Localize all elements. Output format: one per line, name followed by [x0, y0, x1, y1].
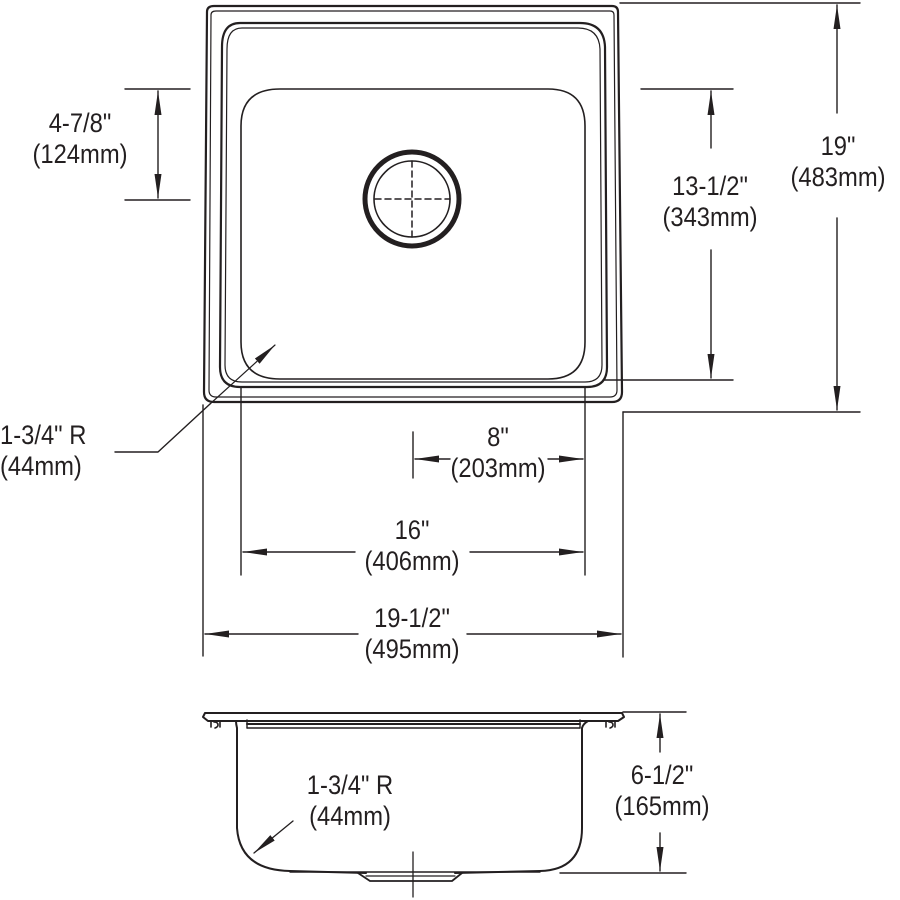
dim-metric: (124mm) [32, 139, 128, 169]
dim-imperial: 16" [394, 515, 430, 545]
dim-overall-width: 19-1/2" (495mm) [350, 603, 473, 665]
dim-metric: (495mm) [364, 634, 460, 664]
drain-icon [362, 149, 462, 249]
mounting-clip-right-icon [605, 721, 616, 729]
dim-imperial: 8" [487, 422, 509, 452]
top-view [202, 4, 624, 404]
dim-metric: (483mm) [790, 162, 886, 192]
dim-corner-radius-top: 1-3/4" R (44mm) [0, 420, 110, 482]
outer-rim [202, 4, 624, 404]
side-view [202, 711, 687, 898]
dim-drain-offset-horizontal: 8" (203mm) [436, 422, 559, 484]
dim-imperial: 19" [820, 131, 856, 161]
dim-metric: (44mm) [0, 451, 82, 481]
dim-overall-length: 19" (483mm) [776, 131, 899, 193]
dim-metric: (165mm) [614, 791, 710, 821]
dim-imperial: 19-1/2" [374, 603, 450, 633]
dim-metric: (203mm) [450, 453, 546, 483]
dim-imperial: 4-7/8" [48, 108, 112, 138]
dimension-lines [114, 2, 861, 658]
dim-imperial: 1-3/4" R [306, 770, 394, 800]
mounting-clip-left-icon [210, 721, 221, 729]
bowl-outline [240, 88, 586, 380]
dim-bowl-length: 13-1/2" (343mm) [648, 171, 771, 233]
dim-metric: (343mm) [662, 202, 758, 232]
dim-bowl-width: 16" (406mm) [350, 515, 473, 577]
dim-imperial: 1-3/4" R [0, 420, 87, 450]
dim-imperial: 13-1/2" [672, 171, 748, 201]
dim-imperial: 6-1/2" [630, 760, 694, 790]
dim-metric: (44mm) [309, 801, 391, 831]
dim-metric: (406mm) [364, 546, 460, 576]
dim-bowl-depth: 6-1/2" (165mm) [600, 760, 723, 822]
inner-rim [218, 21, 609, 389]
dim-drain-offset-vertical: 4-7/8" (124mm) [18, 108, 141, 170]
dim-corner-radius-side: 1-3/4" R (44mm) [288, 770, 411, 832]
